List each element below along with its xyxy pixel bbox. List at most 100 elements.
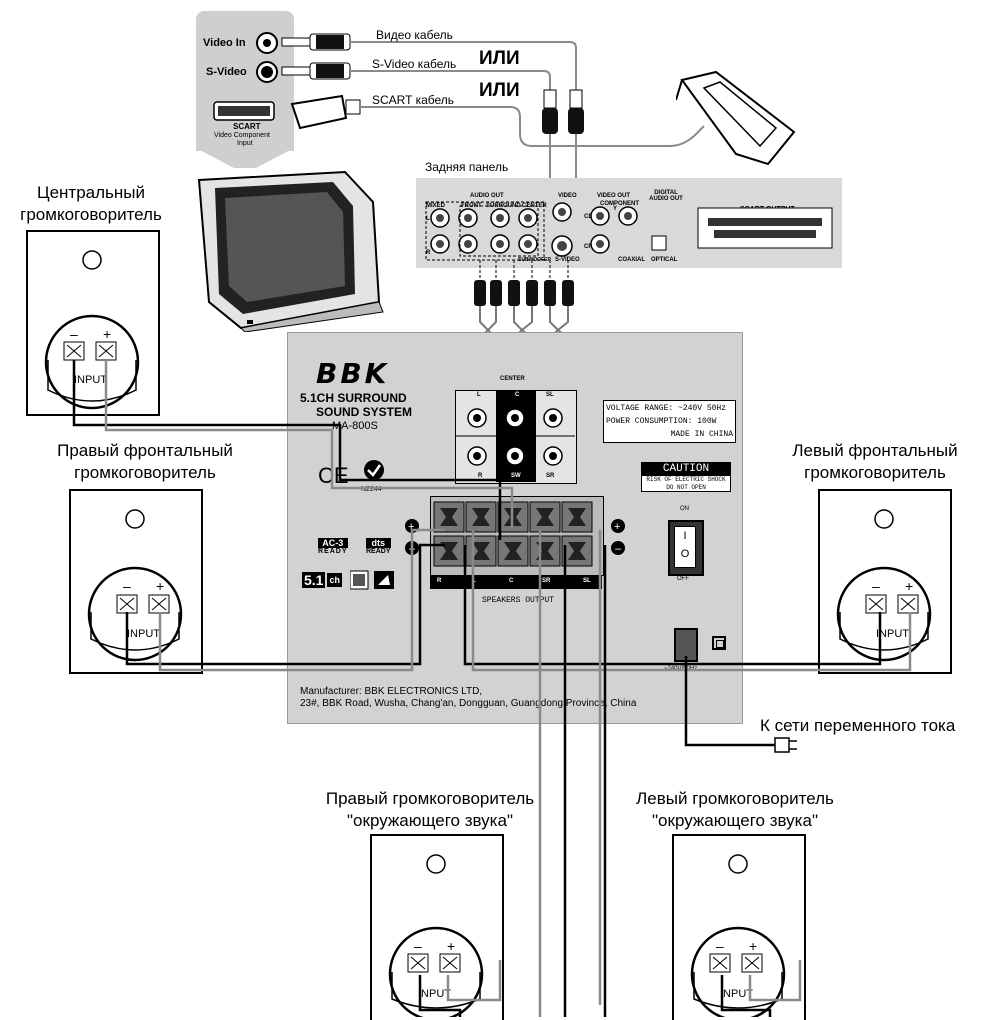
dvd-mixed: MIXED [426,203,446,209]
center-speaker-graphic [44,250,140,410]
right-front-speaker-label-1: Правый фронтальный [57,441,233,460]
dvd-component: COMPONENT [600,201,639,207]
amp-on: ON [680,506,689,512]
right-front-speaker-graphic [87,509,183,662]
amp-in-l: L [477,392,481,398]
dvd-audio-out: AUDIO OUT [470,193,504,199]
amp-caution-box: CAUTION RISK OF ELECTRIC SHOCK DO NOT OP… [641,462,731,492]
amp-term-sl: SL [583,578,591,584]
amp-manufacturer1: Manufacturer: BBK ELECTRONICS LTD, [300,686,483,697]
scart-plug-large [676,70,796,166]
dvd-surround: SURROUND [486,203,521,209]
rf-minus: – [123,578,131,594]
center-minus: – [70,326,78,342]
or-label-1: ИЛИ [479,48,520,69]
dvd-digital-audio-out: DIGITAL AUDIO OUT [649,190,683,202]
left-surround-speaker-label: Левый громкоговоритель "окружающего звук… [610,788,860,832]
right-front-speaker-label: Правый фронтальный громкоговоритель [30,440,260,484]
tv-cables [281,33,705,205]
amp-model: MA-800S [332,420,378,432]
dvd-optical: OPTICAL [651,257,678,263]
amp-tick-mark [364,460,384,480]
dvd-panel-title: Задняя панель [425,160,509,174]
amp-in-r: R [478,473,483,479]
ls-plus: + [749,938,758,954]
rs-minus: – [414,938,422,954]
lf-input: INPUT [876,628,909,640]
left-front-speaker-label-1: Левый фронтальный [792,441,958,460]
amp-in-sl: SL [546,392,554,398]
ls-minus: – [716,938,724,954]
center-plus: + [103,326,112,342]
rs-input: INPUT [418,988,451,1000]
dvd-jacks [425,201,833,261]
dvd-coaxial: COAXIAL [618,257,645,263]
center-speaker-label: Центральный громкоговоритель [6,182,176,226]
amp-dts: dts [366,538,391,548]
amp-input-jacks [455,408,575,466]
amp-caution-sub2: DO NOT OPEN [666,484,706,491]
amp-in-c: C [515,392,520,398]
tv-scart-sub2: Input [237,140,253,147]
center-speaker-label-1: Центральный [37,183,145,202]
ls-input: INPUT [720,988,753,1000]
rs-plus: + [447,938,456,954]
svideo-cable-label: S-Video кабель [372,57,457,71]
rca-plugs-top [474,280,574,306]
tv-video-in-label: Video In [203,37,246,49]
amp-spec-box: VOLTAGE RANGE: ~240V 50Hz POWER CONSUMPT… [603,400,736,443]
or-label-2: ИЛИ [479,80,520,101]
amp-51ch-logo: 5.1 ch [302,572,342,588]
right-front-speaker [69,489,203,674]
amp-term-sr: SR [542,578,551,584]
dvd-center: CENTER [522,203,547,209]
left-front-speaker [818,489,952,674]
amp-off: OFF [677,576,689,582]
amp-caution-sub1: RISK OF ELECTRIC SHOCK [646,476,726,483]
rf-input: INPUT [127,628,160,640]
dvd-video: VIDEO [558,193,577,199]
left-front-speaker-label: Левый фронтальный громкоговоритель [770,440,980,484]
amp-ac3-logo: AC-3 READY [318,538,348,555]
amp-term-c: C [509,578,514,584]
amp-ce-mark: CE [318,463,349,488]
tv-set [197,170,384,332]
video-cable-label: Видео кабель [376,28,453,42]
lf-plus: + [905,578,914,594]
right-front-speaker-label-2: громкоговоритель [74,463,216,482]
dvd-cb: CB [584,214,593,220]
tv-scart-label: SCART [233,122,261,131]
amp-class2-symbol [712,636,726,650]
mains-plug [774,737,797,753]
dvd-r: R [426,250,431,256]
amp-power: POWER CONSUMPTION: 100W [606,417,717,426]
amp-in-center: CENTER [500,376,525,382]
right-surround-speaker-label: Правый громкоговоритель "окружающего зву… [300,788,560,832]
amp-ch: ch [327,573,342,587]
amp-n2244: N2244 [361,486,382,493]
amp-in-sr: SR [546,473,555,479]
right-surround-speaker-graphic [388,854,484,1017]
tv-input-panel [196,11,294,151]
lf-minus: – [872,578,880,594]
amp-made: MADE IN CHINA [670,430,733,439]
amp-dts-ready: READY [366,548,391,555]
svg-text:–: – [615,543,622,555]
amp-brand: BBK [316,357,390,390]
left-surround-speaker-label-2: "окружающего звука" [652,811,818,830]
svideo-plug [281,62,351,80]
amp-caution: CAUTION [642,463,730,476]
left-front-speaker-graphic [836,509,932,662]
left-surround-speaker-label-1: Левый громкоговоритель [636,789,834,808]
amp-speakers-output: SPEAKERS OUTPUT [482,596,555,605]
scart-cable-label: SCART кабель [372,93,455,107]
amp-51: 5.1 [302,572,326,588]
dvd-video-out: VIDEO OUT [597,193,631,199]
amp-voltage: VOLTAGE RANGE: ~240V 50Hz [606,404,727,413]
amp-line1: 5.1CH SURROUND [300,391,407,405]
dvd-cr: CR [584,244,593,250]
dvd-svideo: S-VIDEO [555,257,580,263]
video-rca-plug [281,33,351,51]
